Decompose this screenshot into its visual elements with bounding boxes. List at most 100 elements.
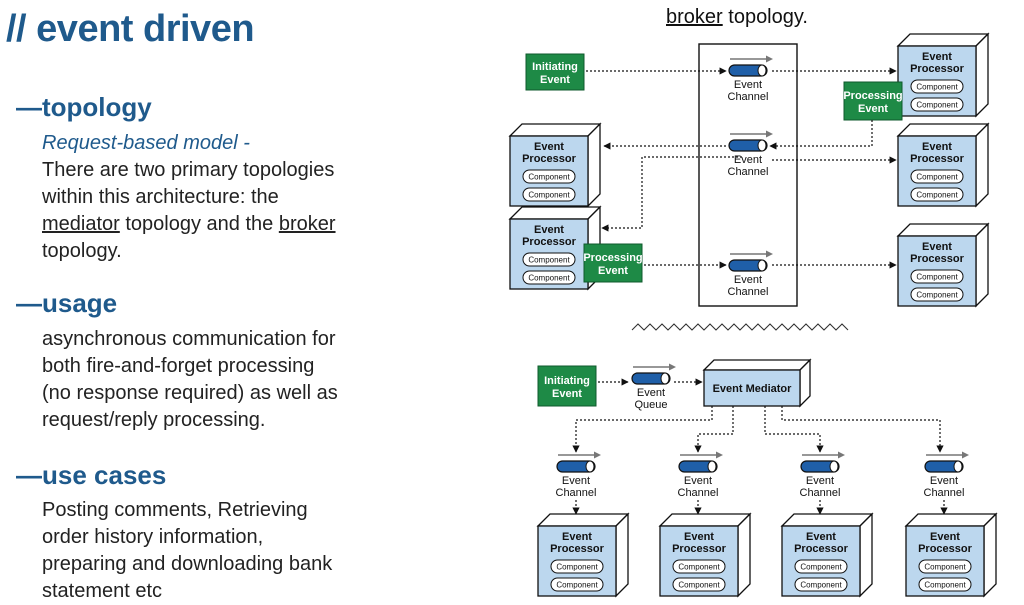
processor-top xyxy=(904,513,998,527)
channel-label-1: Event xyxy=(806,475,834,487)
channel-label-1: Event xyxy=(734,274,762,286)
zigzag-separator xyxy=(631,323,849,331)
component-label: Component xyxy=(528,274,570,283)
caption-broker-link[interactable]: broker xyxy=(666,6,723,28)
component-pill xyxy=(522,252,576,267)
component-label: Component xyxy=(528,173,570,182)
use-cases-text: Posting comments, Retrieving order histo… xyxy=(42,497,332,605)
processor-top xyxy=(896,223,990,237)
channel-pipe xyxy=(556,460,596,473)
green-box-line1: Initiating xyxy=(544,375,590,387)
component-label: Component xyxy=(916,101,958,110)
green-box-line1: Processing xyxy=(583,252,642,264)
channel-flow-arrow xyxy=(766,55,773,63)
channel-label-2: Queue xyxy=(634,399,667,411)
component-pill xyxy=(910,169,964,184)
diagram-caption: broker topology. xyxy=(666,6,808,29)
use-cases-line-3: preparing and downloading bank xyxy=(42,553,333,575)
topology-line-3-mid: topology and the xyxy=(119,213,279,235)
mediator-link[interactable]: mediator xyxy=(42,213,120,235)
component-label: Component xyxy=(556,581,598,590)
component-label: Component xyxy=(924,563,966,572)
component-pill xyxy=(672,559,726,574)
processor-title-2: Processor xyxy=(522,153,577,165)
processor-title-1: Event xyxy=(806,531,836,543)
mediator-top xyxy=(702,359,812,371)
topology-line-4: topology. xyxy=(42,240,122,262)
component-label: Component xyxy=(528,256,570,265)
green-box xyxy=(583,243,643,283)
slide-title: // event driven xyxy=(6,8,255,50)
component-pill xyxy=(918,577,972,592)
usage-line-1: asynchronous communication for xyxy=(42,328,336,350)
processor-title-1: Event xyxy=(922,51,952,63)
processor-title-2: Processor xyxy=(550,543,605,555)
component-pill xyxy=(910,187,964,202)
channel-pipe-end xyxy=(757,259,767,272)
channel-flow-arrow xyxy=(716,451,723,459)
topology-line-2: within this architecture: the xyxy=(42,186,279,208)
component-pill xyxy=(910,269,964,284)
channel-label-1: Event xyxy=(684,475,712,487)
processor-top xyxy=(536,513,630,527)
processor-top xyxy=(508,123,602,137)
channel-pipe xyxy=(728,64,768,77)
processor-top xyxy=(896,33,990,47)
channel-pipe xyxy=(800,460,840,473)
processor-title-2: Processor xyxy=(910,153,965,165)
channel-label-2: Channel xyxy=(924,487,965,499)
usage-line-4: request/reply processing. xyxy=(42,409,266,431)
use-cases-line-4: statement etc xyxy=(42,580,163,602)
component-pill xyxy=(794,559,848,574)
channel-pipe-end xyxy=(757,139,767,152)
green-box xyxy=(537,365,597,407)
channel-label-2: Channel xyxy=(728,286,769,298)
use-cases-line-1: Posting comments, Retrieving xyxy=(42,499,308,521)
processor-top xyxy=(896,123,990,137)
channel-label-2: Channel xyxy=(678,487,719,499)
component-label: Component xyxy=(916,273,958,282)
channel-label-2: Channel xyxy=(556,487,597,499)
channel-label-1: Event xyxy=(734,79,762,91)
component-label: Component xyxy=(678,563,720,572)
processor-side xyxy=(975,32,989,118)
processor-side xyxy=(587,122,601,208)
processor-side xyxy=(859,512,873,598)
processor-title-1: Event xyxy=(922,141,952,153)
channel-pipe xyxy=(728,259,768,272)
green-box xyxy=(843,81,903,121)
mediator-label: Event Mediator xyxy=(713,383,793,395)
topology-model: Request-based model - xyxy=(42,132,250,154)
caption-rest: topology. xyxy=(722,6,808,28)
channel-pipe-end xyxy=(829,460,839,473)
component-pill xyxy=(672,577,726,592)
channel-label-2: Channel xyxy=(800,487,841,499)
use-cases-heading: —use cases xyxy=(16,460,167,490)
component-label: Component xyxy=(800,563,842,572)
component-pill xyxy=(918,559,972,574)
channel-label-2: Channel xyxy=(728,91,769,103)
component-pill xyxy=(910,97,964,112)
component-pill xyxy=(550,577,604,592)
channel-flow-arrow xyxy=(594,451,601,459)
arrow-med-to-ch1 xyxy=(572,406,713,453)
channel-pipe xyxy=(631,372,671,385)
processor-title-1: Event xyxy=(562,531,592,543)
channel-flow-arrow xyxy=(766,250,773,258)
channel-pipe-end xyxy=(660,372,670,385)
component-pill xyxy=(794,577,848,592)
component-pill xyxy=(522,169,576,184)
channel-flow-arrow xyxy=(766,130,773,138)
channel-flow-arrow xyxy=(669,363,676,371)
broker-link[interactable]: broker xyxy=(278,213,336,235)
use-cases-line-2: order history information, xyxy=(42,526,264,548)
